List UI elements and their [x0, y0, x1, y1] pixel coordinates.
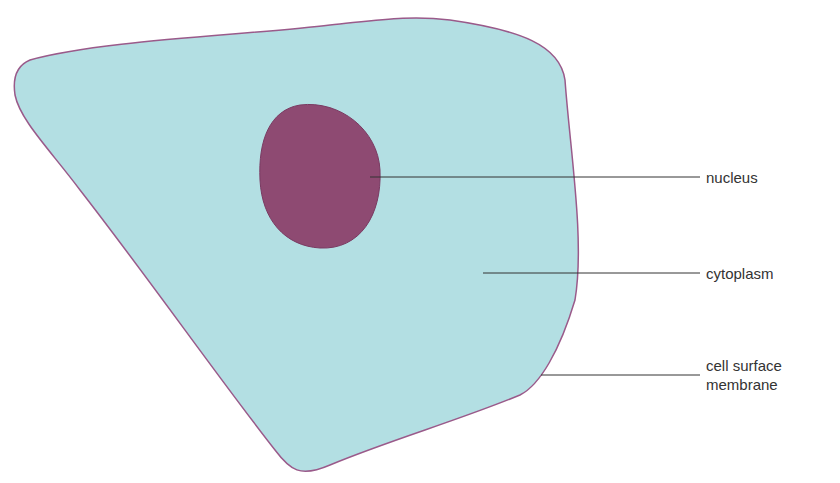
cell-outline: [14, 18, 578, 471]
nucleus-shape: [260, 104, 380, 248]
leader-line: [541, 375, 700, 376]
part-label: cell surface membrane: [706, 356, 816, 394]
leader-line: [483, 273, 700, 274]
part-label: nucleus: [706, 168, 831, 187]
leader-line: [370, 177, 700, 178]
part-label: cytoplasm: [706, 264, 831, 283]
